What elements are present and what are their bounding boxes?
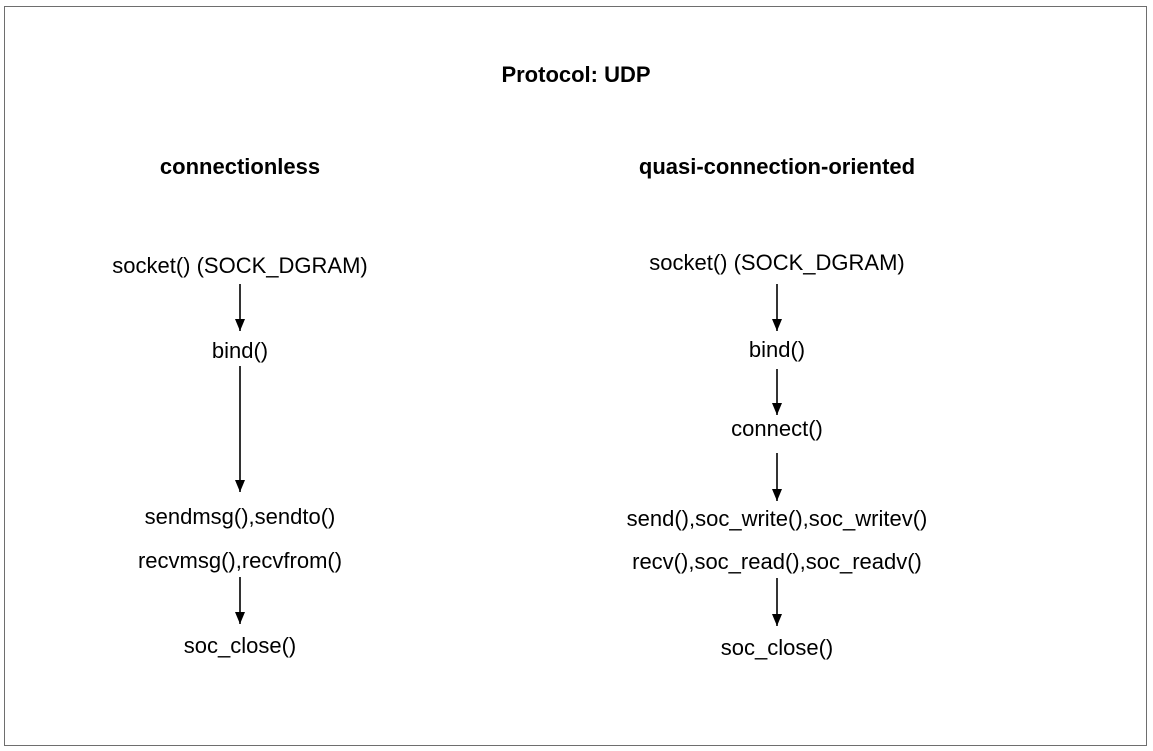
node-connect-quasi: connect() xyxy=(731,416,823,441)
node-recv-connectionless: recvmsg(),recvfrom() xyxy=(137,548,343,573)
node-send-connectionless: sendmsg(),sendto() xyxy=(144,504,336,529)
node-close-connectionless: soc_close() xyxy=(183,633,297,658)
node-recv-quasi: recv(),soc_read(),soc_readv() xyxy=(632,549,922,574)
diagram-frame xyxy=(4,6,1147,746)
node-socket-quasi: socket() (SOCK_DGRAM) xyxy=(649,250,905,275)
diagram-title: Protocol: UDP xyxy=(501,62,651,87)
heading-quasi-connection-oriented: quasi-connection-oriented xyxy=(638,154,916,179)
node-send-quasi: send(),soc_write(),soc_writev() xyxy=(626,506,928,531)
node-bind-quasi: bind() xyxy=(748,337,806,362)
node-close-quasi: soc_close() xyxy=(720,635,834,660)
heading-connectionless: connectionless xyxy=(159,154,321,179)
node-bind-connectionless: bind() xyxy=(211,338,269,363)
node-socket-connectionless: socket() (SOCK_DGRAM) xyxy=(112,253,368,278)
